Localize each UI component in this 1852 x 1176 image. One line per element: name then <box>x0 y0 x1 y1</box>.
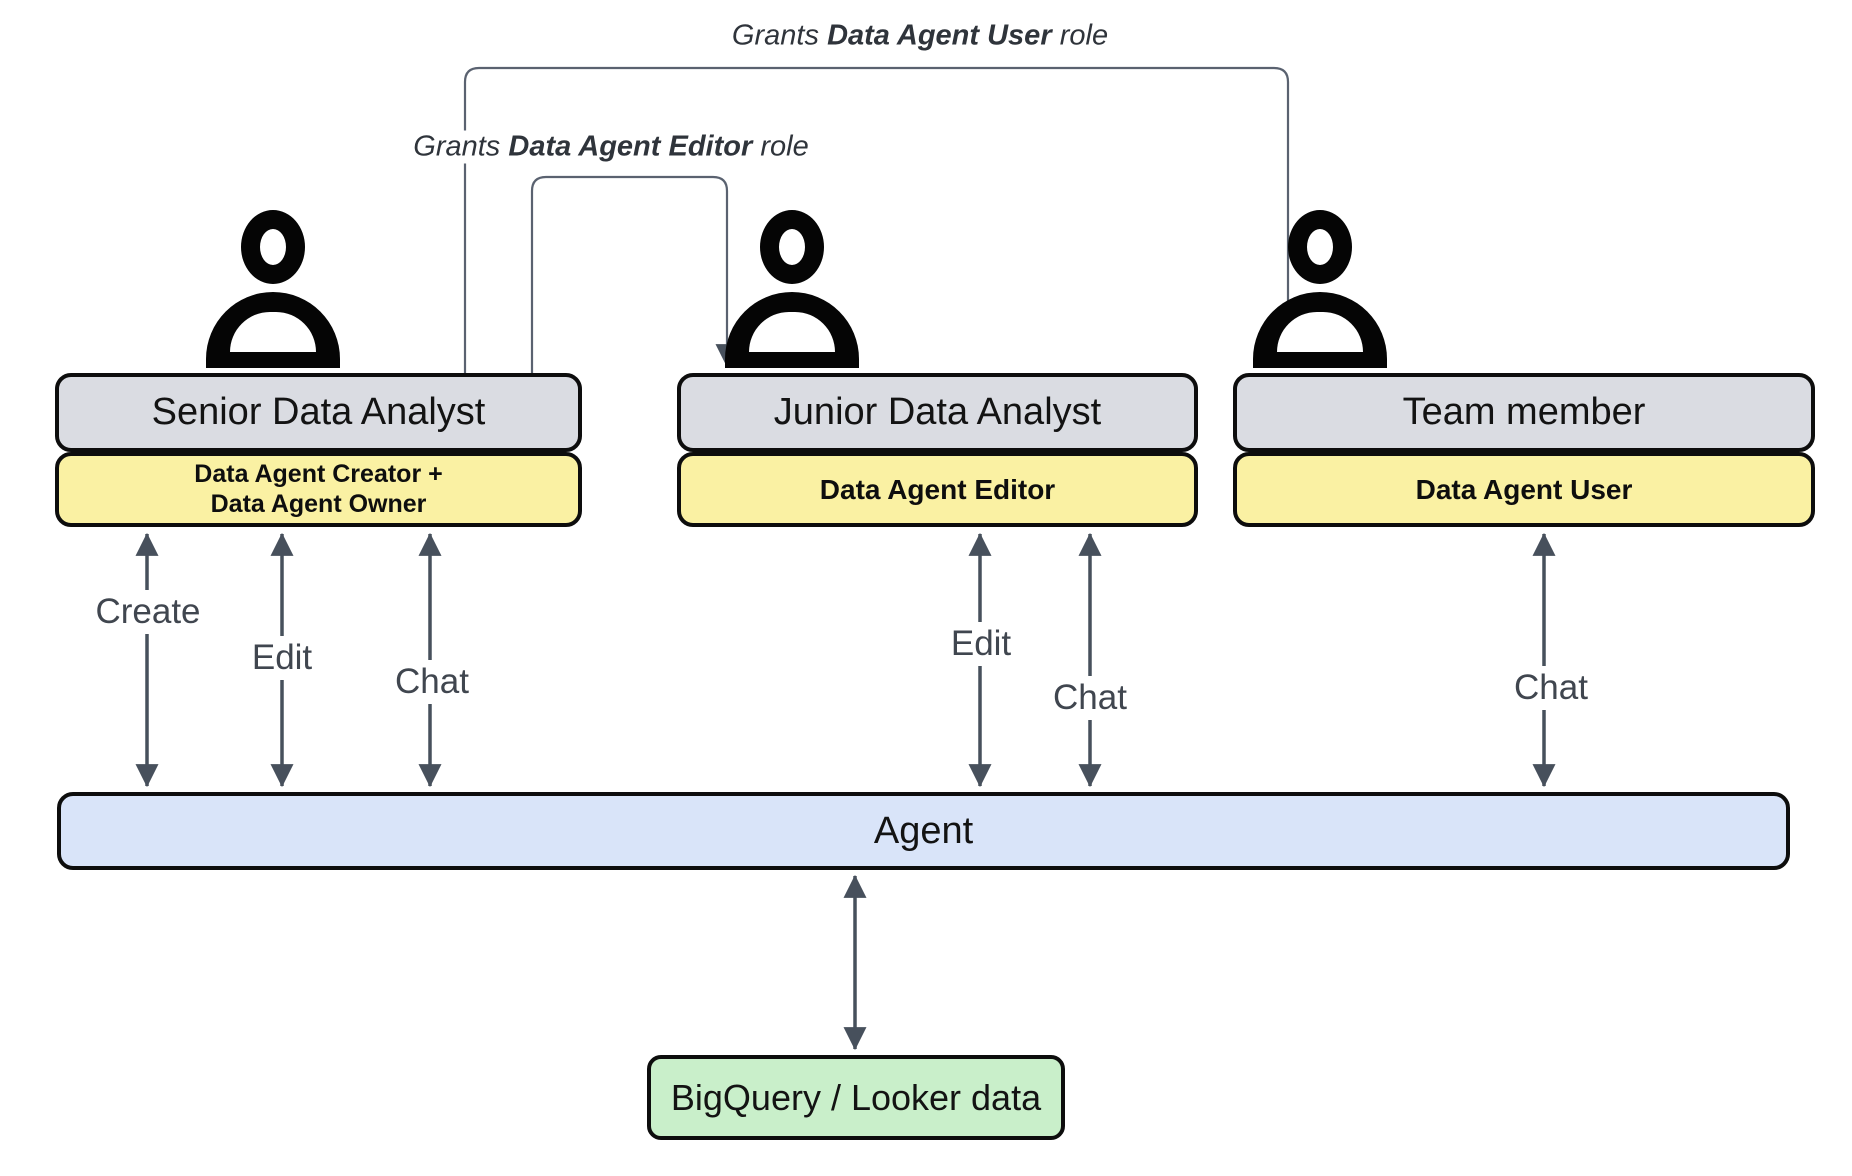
person-shoulders <box>1253 292 1387 368</box>
junior-analyst-title-box: Junior Data Analyst <box>677 373 1198 452</box>
grant-editor-role: Data Agent Editor <box>508 130 753 163</box>
senior-edit-label: Edit <box>242 636 322 680</box>
senior-permission-box: Data Agent Creator + Data Agent Owner <box>55 452 582 527</box>
team-member-title: Team member <box>1402 391 1646 433</box>
team-permission-label: Data Agent User <box>1415 473 1633 505</box>
grant-editor-suffix: role <box>760 130 809 163</box>
team-chat-label: Chat <box>1505 666 1597 710</box>
senior-permission-line1: Data Agent Creator + <box>194 460 443 488</box>
grant-editor-prefix: Grants <box>413 130 501 163</box>
person-shoulders <box>206 292 340 368</box>
grant-user-arrow <box>463 66 1300 373</box>
senior-person-icon <box>206 210 340 368</box>
grant-editor-arrow <box>530 175 739 373</box>
person-head <box>241 210 305 284</box>
team-person-icon <box>1253 210 1387 368</box>
junior-permission-box: Data Agent Editor <box>677 452 1198 527</box>
agent-bar: Agent <box>57 792 1790 870</box>
senior-permission-line2: Data Agent Owner <box>210 489 427 518</box>
junior-chat-label: Chat <box>1044 676 1136 720</box>
senior-analyst-title: Senior Data Analyst <box>151 391 486 433</box>
datastore-box: BigQuery / Looker data <box>647 1055 1065 1140</box>
grant-user-suffix: role <box>1059 19 1109 52</box>
agent-label: Agent <box>873 809 974 852</box>
grant-user-prefix: Grants <box>731 19 819 52</box>
create-label: Create <box>86 590 210 634</box>
grant-user-role: Data Agent User <box>827 19 1052 52</box>
junior-analyst-title: Junior Data Analyst <box>773 391 1102 433</box>
team-permission-box: Data Agent User <box>1233 452 1815 527</box>
person-head <box>760 210 824 284</box>
senior-analyst-title-box: Senior Data Analyst <box>55 373 582 452</box>
junior-edit-label: Edit <box>941 622 1021 666</box>
person-head <box>1288 210 1352 284</box>
junior-person-icon <box>725 210 859 368</box>
datastore-label: BigQuery / Looker data <box>670 1076 1042 1118</box>
team-member-title-box: Team member <box>1233 373 1815 452</box>
senior-chat-label: Chat <box>386 660 478 704</box>
junior-permission-label: Data Agent Editor <box>819 473 1056 505</box>
person-shoulders <box>725 292 859 368</box>
